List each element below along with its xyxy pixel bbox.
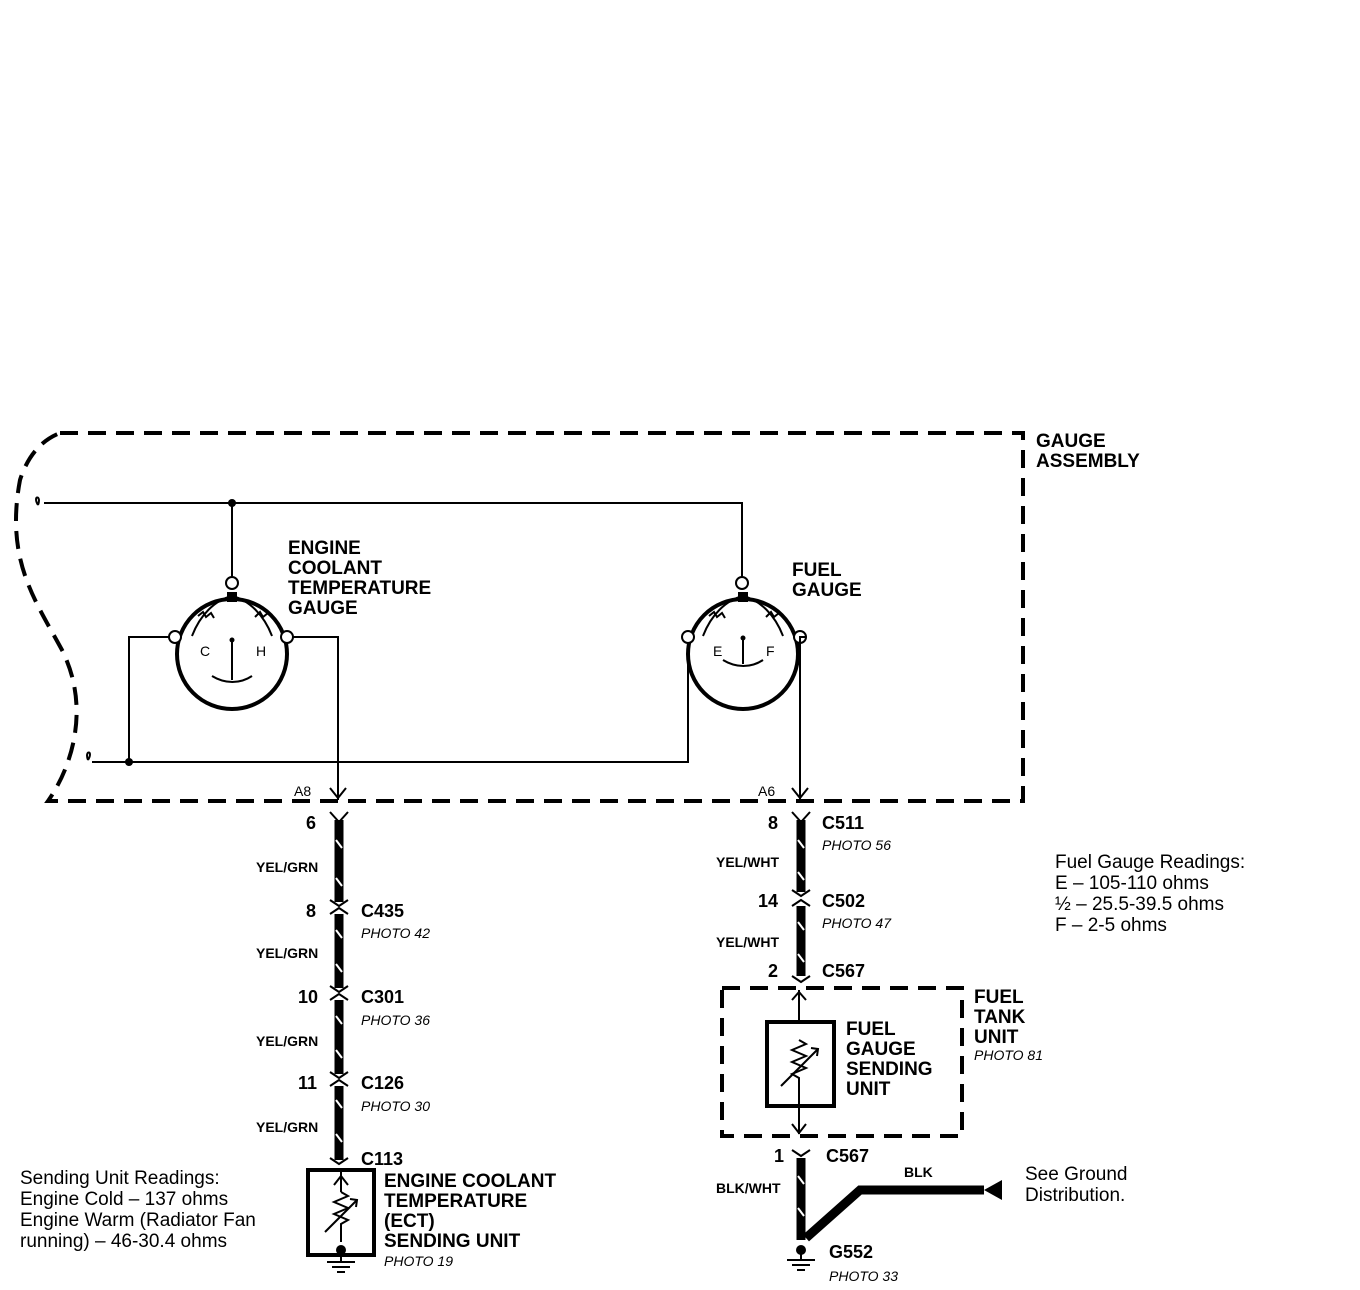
ect-gauge-label-3: TEMPERATURE (288, 578, 431, 599)
ect-sender-photo: PHOTO 19 (384, 1253, 453, 1269)
c502-name: C502 (822, 891, 865, 911)
ect-sender-label-3: (ECT) (384, 1211, 435, 1232)
left-c4-photo: PHOTO 30 (361, 1098, 430, 1114)
sending-readings-1: Sending Unit Readings: (20, 1168, 220, 1189)
ect-cold-mark: C (200, 643, 210, 659)
gauge-assembly-boundary (14, 431, 1025, 803)
c511-pin: 8 (768, 813, 778, 833)
left-c1-pin: 6 (306, 813, 316, 833)
ect-hot-mark: H (256, 643, 266, 659)
left-c2-name: C435 (361, 901, 404, 921)
fuel-signal-wire (799, 636, 806, 800)
ect-ground-wire (128, 636, 174, 762)
ground-name: G552 (829, 1242, 873, 1262)
fuel-readings-3: ½ – 25.5-39.5 ohms (1055, 894, 1224, 915)
fuel-empty-mark: E (713, 643, 722, 659)
left-wire-1: YEL/GRN (256, 859, 318, 875)
c502-photo: PHOTO 47 (822, 915, 892, 931)
assembly-title-1: GAUGE (1036, 431, 1106, 452)
fuel-tank-label-2: TANK (974, 1007, 1026, 1028)
sending-readings-3: Engine Warm (Radiator Fan (20, 1210, 256, 1231)
fuel-gauge: E F (681, 576, 807, 711)
fuel-readings-2: E – 105-110 ohms (1055, 873, 1209, 894)
ground-note-2: Distribution. (1025, 1185, 1125, 1206)
fuel-sender-label-1: FUEL (846, 1019, 896, 1040)
left-c4-name: C126 (361, 1073, 404, 1093)
fuel-tank-unit-boundary (720, 986, 964, 1138)
ect-signal-wire (293, 636, 339, 800)
c567-top-name: C567 (822, 961, 865, 981)
right-wire-3: BLK/WHT (716, 1180, 781, 1196)
ect-sending-unit (306, 1168, 376, 1273)
ect-sender-label-2: TEMPERATURE (384, 1191, 527, 1212)
c502-pin: 14 (758, 891, 778, 911)
fuel-tank-label-3: UNIT (974, 1027, 1019, 1048)
fuel-readings-1: Fuel Gauge Readings: (1055, 852, 1245, 873)
ect-gauge: C H (168, 576, 294, 711)
left-c3-pin: 10 (298, 987, 318, 1007)
ground-note-1: See Ground (1025, 1164, 1127, 1185)
ground-wire-label: BLK (904, 1164, 933, 1180)
fuel-tank-label-1: FUEL (974, 987, 1024, 1008)
fuel-tank-photo: PHOTO 81 (974, 1047, 1043, 1063)
c567-bottom-pin: 1 (774, 1146, 784, 1166)
ect-sender-label-4: SENDING UNIT (384, 1231, 521, 1252)
right-wire-2: YEL/WHT (716, 934, 779, 950)
left-wire-2: YEL/GRN (256, 945, 318, 961)
right-wire-1: YEL/WHT (716, 854, 779, 870)
fuel-pin-label: A6 (758, 783, 775, 799)
fuel-harness (791, 811, 811, 984)
fuel-full-mark: F (766, 643, 775, 659)
c511-name: C511 (822, 813, 864, 833)
sending-readings-2: Engine Cold – 137 ohms (20, 1189, 228, 1210)
ect-gauge-label-4: GAUGE (288, 598, 358, 619)
pin-arrow-fuel (791, 787, 809, 800)
ect-sender-label-1: ENGINE COOLANT (384, 1171, 556, 1192)
c567-top-pin: 2 (768, 961, 778, 981)
left-wire-4: YEL/GRN (256, 1119, 318, 1135)
assembly-title-2: ASSEMBLY (1036, 451, 1140, 472)
ground-harness (787, 1149, 1002, 1271)
fuel-readings-4: F – 2-5 ohms (1055, 915, 1167, 936)
fuel-sender-label-3: SENDING (846, 1059, 933, 1080)
fuel-gauge-label-1: FUEL (792, 560, 842, 581)
left-c2-pin: 8 (306, 901, 316, 921)
sending-readings-4: running) – 46-30.4 ohms (20, 1231, 227, 1252)
pin-arrow (329, 787, 347, 800)
c567-bottom-name: C567 (826, 1146, 869, 1166)
ect-gauge-label-2: COOLANT (288, 558, 382, 579)
left-c3-name: C301 (361, 987, 404, 1007)
ground-photo: PHOTO 33 (829, 1268, 898, 1284)
fuel-sender-label-2: GAUGE (846, 1039, 916, 1060)
left-c2-photo: PHOTO 42 (361, 925, 430, 941)
ect-gauge-label-1: ENGINE (288, 538, 361, 559)
left-c5-name: C113 (361, 1149, 403, 1169)
fuel-sending-unit (765, 990, 836, 1135)
ignition-feed-wire (35, 496, 743, 583)
fuel-sender-label-4: UNIT (846, 1079, 891, 1100)
left-c4-pin: 11 (298, 1073, 317, 1093)
fuel-gauge-label-2: GAUGE (792, 580, 862, 601)
gauge-ground-wire (86, 637, 689, 763)
left-wire-3: YEL/GRN (256, 1033, 318, 1049)
left-c3-photo: PHOTO 36 (361, 1012, 430, 1028)
ect-harness (329, 811, 349, 1166)
ect-pin-label: A8 (294, 783, 311, 799)
c511-photo: PHOTO 56 (822, 837, 891, 853)
